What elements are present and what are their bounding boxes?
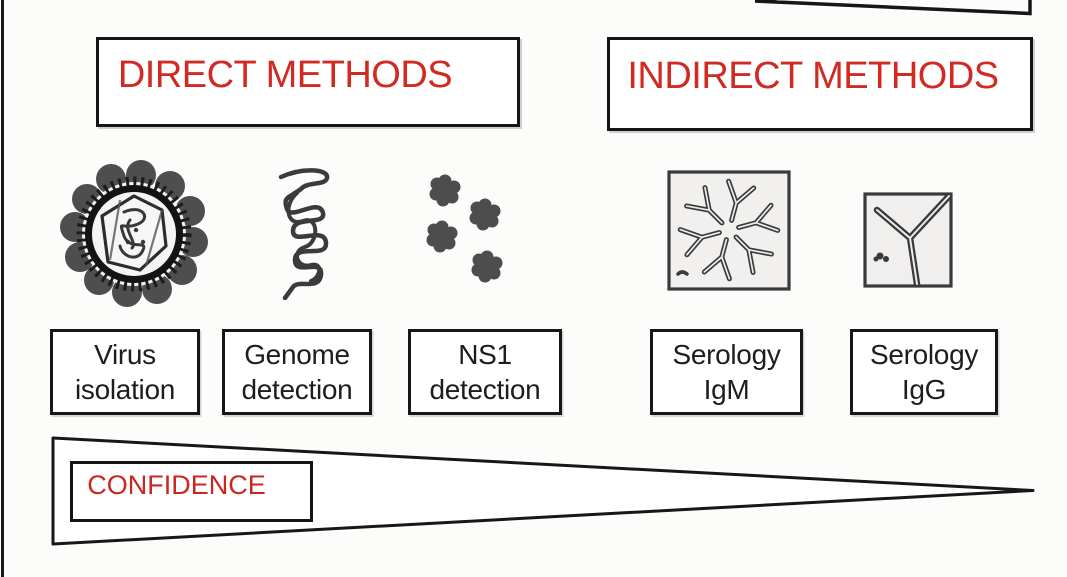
- label-line: IgG: [901, 374, 947, 405]
- indirect-methods-box: INDIRECT METHODS: [607, 37, 1033, 131]
- igg-antibody-icon: [863, 192, 953, 288]
- label-genome-detection: Genome detection: [222, 329, 372, 415]
- label-line: Serology: [672, 339, 781, 370]
- label-serology-igg: Serology IgG: [850, 329, 998, 415]
- label-line: IgM: [703, 374, 750, 405]
- virus-particle-icon: [60, 160, 208, 307]
- label-line: Virus: [94, 339, 156, 370]
- slide-left-border-line: [1, 0, 4, 577]
- label-line: Serology: [869, 339, 979, 370]
- label-line: detection: [429, 374, 541, 405]
- top-wedge-fragment: [754, 0, 1032, 16]
- confidence-box: CONFIDENCE: [70, 461, 313, 522]
- direct-methods-label: DIRECT METHODS: [117, 53, 453, 96]
- label-line: detection: [241, 374, 353, 405]
- label-line: isolation: [74, 374, 176, 405]
- label-ns1-detection: NS1 detection: [408, 329, 562, 415]
- indirect-methods-label: INDIRECT METHODS: [627, 54, 999, 97]
- confidence-label: CONFIDENCE: [87, 470, 266, 500]
- label-virus-isolation: Virus isolation: [50, 329, 200, 415]
- label-serology-igm: Serology IgM: [650, 329, 803, 415]
- label-line: NS1: [458, 339, 512, 370]
- label-line: Genome: [244, 339, 350, 370]
- igm-antibody-pentamer-icon: [667, 170, 791, 291]
- ns1-antigen-clusters-icon: [426, 174, 503, 283]
- direct-methods-box: DIRECT METHODS: [96, 37, 520, 127]
- genome-rna-tangle-icon: [278, 168, 330, 300]
